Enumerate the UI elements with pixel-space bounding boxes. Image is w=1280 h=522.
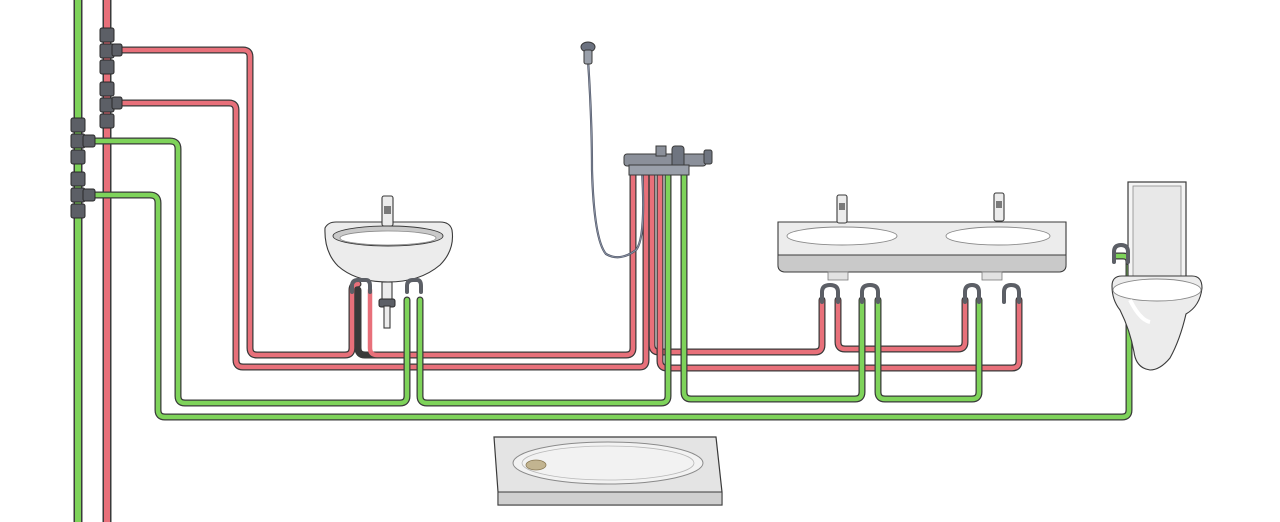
double-washbasin-icon <box>777 192 1067 304</box>
shower-mixer-icon <box>580 41 713 259</box>
cold-tee-fitting-2 <box>70 171 96 219</box>
riser-fittings <box>70 27 123 219</box>
shower-tray-icon <box>493 436 723 506</box>
hot-loop-2 <box>114 99 1023 372</box>
washbasin-icon <box>324 195 454 329</box>
hot-tee-fitting-1 <box>99 27 123 75</box>
toilet-icon <box>1111 181 1203 371</box>
pipe-network <box>73 0 1133 522</box>
hot-loop-1 <box>114 46 969 359</box>
cold-tee-fitting-1 <box>70 117 96 165</box>
hot-tee-fitting-2 <box>99 81 123 129</box>
cold-loop-1 <box>88 137 983 407</box>
